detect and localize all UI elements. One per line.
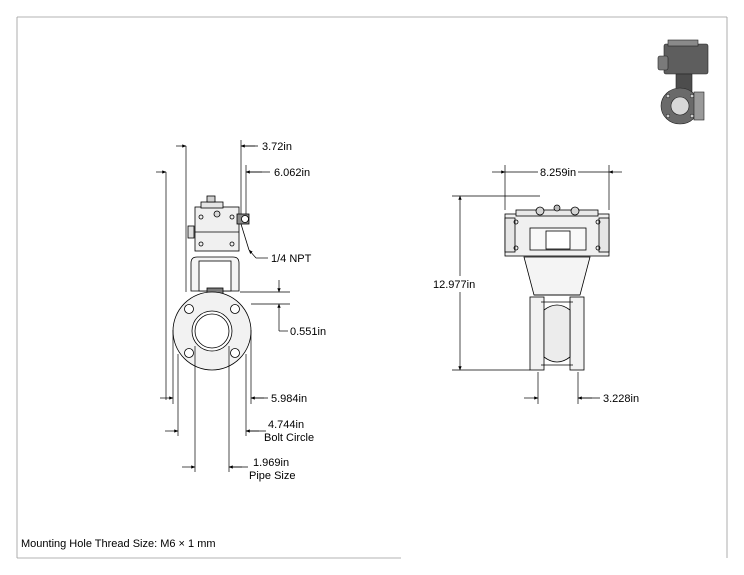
dim-top-offset-label: 3.72in — [262, 141, 292, 153]
front-actuator — [187, 195, 240, 252]
side-bracket — [523, 256, 591, 296]
valve-3d-thumbnail-icon — [657, 39, 709, 125]
bolt-circle-caption: Bolt Circle — [264, 432, 314, 444]
front-view — [172, 195, 252, 371]
side-valve-body — [529, 296, 585, 371]
dim-face-to-face-label: 3.228in — [603, 393, 639, 405]
dim-flange-od-label: 5.984in — [271, 393, 307, 405]
npt-port-fitting — [236, 213, 250, 251]
side-dimension-lines — [452, 165, 622, 404]
dim-flange-thickness-label: 0.551in — [290, 326, 326, 338]
mounting-hole-note: Mounting Hole Thread Size: M6 × 1 mm — [21, 538, 216, 550]
dim-bolt-circle-label: 4.744in — [268, 419, 304, 431]
dim-actuator-width-label: 8.259in — [540, 167, 576, 179]
npt-port-label: 1/4 NPT — [271, 253, 312, 265]
side-actuator — [504, 204, 610, 257]
dim-overall-height-label: 12.977in — [433, 279, 475, 291]
sheet-frame — [16, 16, 728, 559]
front-dimension-lines — [156, 140, 290, 472]
dim-pipe-size-label: 1.969in — [253, 457, 289, 469]
dim-height-to-center-label: 6.062in — [274, 167, 310, 179]
front-bracket — [190, 256, 240, 299]
pipe-size-caption: Pipe Size — [249, 470, 295, 482]
front-flange — [172, 291, 252, 371]
side-view — [504, 204, 610, 371]
